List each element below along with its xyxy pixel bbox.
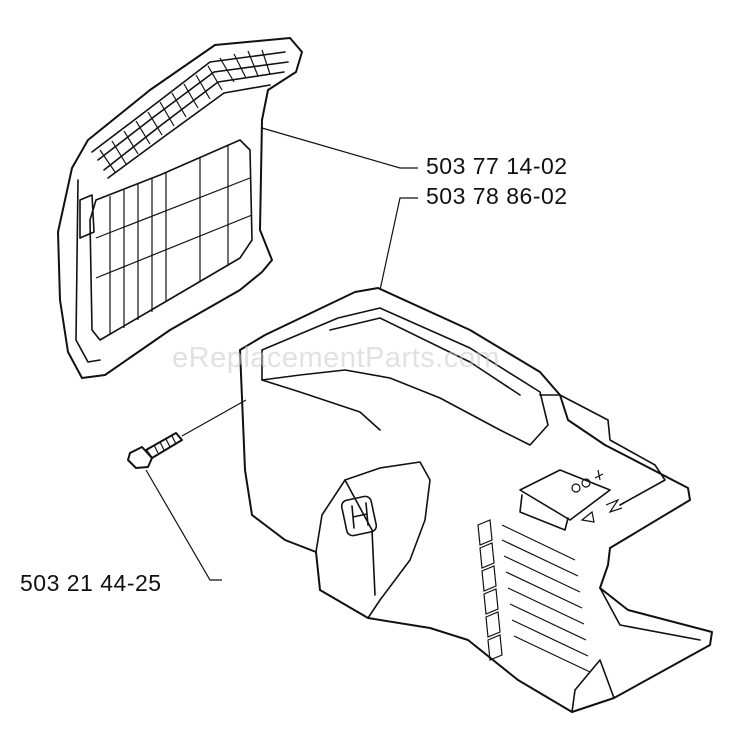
cover-vents [477, 519, 591, 673]
choke-symbol-icon [571, 469, 604, 493]
leader-line-part-3 [145, 469, 222, 581]
cover-grille [95, 145, 253, 335]
part-number-label-2: 503 78 86-02 [426, 183, 568, 209]
brand-logo-icon [340, 495, 378, 537]
watermark: eReplacementParts.com [172, 342, 501, 374]
leader-line-screw-axis [181, 399, 247, 437]
part-number-label-1: 503 77 14-02 [426, 153, 568, 179]
leader-lines [145, 127, 418, 581]
air-filter-cover-part [57, 37, 303, 379]
screw-part [127, 432, 183, 469]
part-number-label-3: 503 21 44-25 [20, 570, 162, 596]
leader-line-part-2 [379, 197, 418, 291]
cover-ribs [91, 49, 289, 179]
cylinder-cover-part [239, 287, 713, 713]
arrow-symbol-icon [580, 498, 623, 523]
leader-line-part-1 [261, 127, 418, 169]
